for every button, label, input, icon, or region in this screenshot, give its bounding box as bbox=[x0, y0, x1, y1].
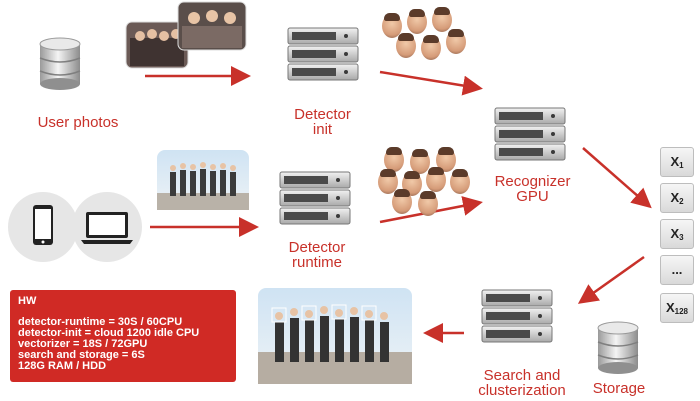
laptop-icon bbox=[81, 212, 133, 244]
vector-cell: X1 bbox=[660, 147, 694, 177]
label-search-clusterization: Search and clusterization bbox=[478, 367, 566, 399]
hw-line: detector-runtime = 30S / 60CPU bbox=[18, 316, 183, 328]
vector-cell: ... bbox=[660, 255, 694, 285]
device-circle-laptop bbox=[72, 192, 142, 262]
vector-cell: X3 bbox=[660, 219, 694, 249]
label-user-photos: User photos bbox=[37, 114, 119, 131]
server-rack-icon bbox=[481, 289, 553, 343]
hw-spec-box: HW detector-runtime = 30S / 60CPU detect… bbox=[10, 290, 236, 382]
group-photo bbox=[157, 150, 249, 210]
server-rack-icon bbox=[279, 171, 351, 225]
result-group-photo bbox=[258, 288, 412, 384]
vector-cell: X128 bbox=[660, 293, 694, 323]
server-rack-icon bbox=[287, 27, 359, 81]
label-recognizer-gpu: Recognizer GPU bbox=[494, 173, 571, 205]
database-icon bbox=[39, 37, 81, 91]
label-detector-runtime: Detector runtime bbox=[288, 239, 346, 271]
label-detector-init: Detector init bbox=[294, 106, 351, 138]
server-rack-icon bbox=[494, 107, 566, 161]
smartphone-icon bbox=[33, 205, 53, 245]
arrow-recognizer-to-vectors bbox=[582, 147, 652, 209]
hw-line: search and storage = 6S bbox=[18, 349, 145, 361]
device-circle-phone bbox=[8, 192, 78, 262]
database-icon bbox=[597, 321, 639, 375]
hw-line: 128G RAM / HDD bbox=[18, 360, 107, 372]
label-storage: Storage bbox=[592, 380, 646, 397]
hw-line: vectorizer = 18S / 72GPU bbox=[18, 338, 148, 350]
hw-line: detector-init = cloud 1200 idle CPU bbox=[18, 327, 200, 339]
user-photo-stack bbox=[125, 1, 247, 69]
arrow-detector-init-to-recognizer bbox=[379, 70, 483, 96]
hw-title: HW bbox=[18, 295, 37, 307]
arrow-vectors-to-search bbox=[577, 255, 645, 304]
vector-cell: X2 bbox=[660, 183, 694, 213]
